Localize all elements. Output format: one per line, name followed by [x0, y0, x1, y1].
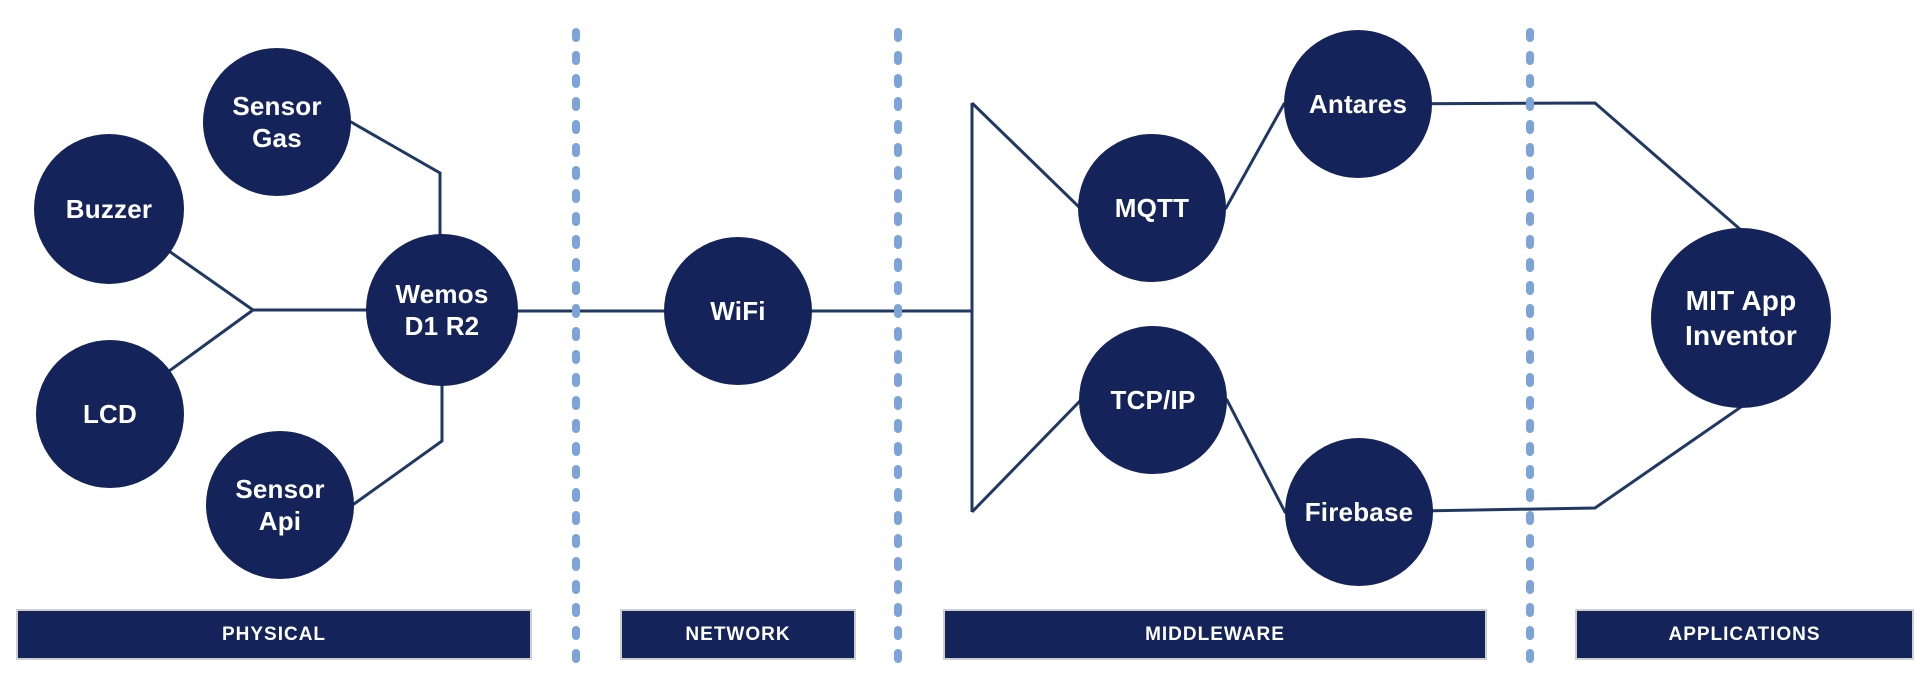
lane-middleware: MIDDLEWARE: [943, 609, 1487, 660]
node-firebase: Firebase: [1285, 438, 1433, 586]
node-wemos-d1-r2: Wemos D1 R2: [366, 234, 518, 386]
node-sensor-gas: Sensor Gas: [203, 48, 351, 196]
node-mqtt: MQTT: [1078, 134, 1226, 282]
node-antares: Antares: [1284, 30, 1432, 178]
node-tcp-ip: TCP/IP: [1079, 326, 1227, 474]
node-mit-app-inventor: MIT App Inventor: [1651, 228, 1831, 408]
lane-physical: PHYSICAL: [16, 609, 532, 660]
node-wifi: WiFi: [664, 237, 812, 385]
node-sensor-api: Sensor Api: [206, 431, 354, 579]
lane-applications: APPLICATIONS: [1575, 609, 1914, 660]
node-buzzer: Buzzer: [34, 134, 184, 284]
lane-network: NETWORK: [620, 609, 856, 660]
node-lcd: LCD: [36, 340, 184, 488]
